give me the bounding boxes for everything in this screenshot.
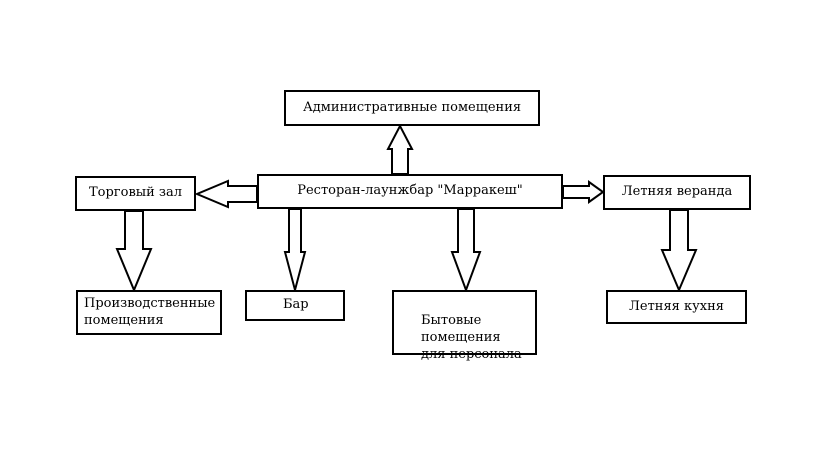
node-bar: Бар	[245, 290, 345, 321]
arrow-to-veranda	[562, 180, 605, 204]
node-kitchen-label: Летняя кухня	[629, 298, 724, 314]
node-production-premises: Производственные помещения	[76, 290, 222, 335]
arrow-to-household	[450, 208, 482, 293]
arrow-to-bar	[283, 208, 307, 294]
node-summer-kitchen: Летняя кухня	[606, 290, 747, 324]
node-restaurant-main: Ресторан-лаунжбар "Марракеш"	[257, 174, 563, 209]
node-trade-hall-label: Торговый зал	[88, 185, 183, 201]
node-admin-label: Административные помещения	[302, 99, 522, 115]
node-veranda-label: Летняя веранда	[621, 184, 733, 200]
node-bar-label: Бар	[283, 297, 309, 313]
arrow-to-admin	[386, 123, 414, 175]
node-summer-veranda: Летняя веранда	[603, 175, 751, 210]
arrow-to-production	[115, 210, 153, 293]
node-household-label: Бытовые помещения для персонала	[421, 312, 522, 362]
arrow-to-summer-kitchen	[660, 209, 698, 293]
node-staff-household-premises: Бытовые помещения для персонала	[392, 290, 537, 362]
node-main-label: Ресторан-лаунжбар "Марракеш"	[297, 183, 523, 199]
node-trade-hall: Торговый зал	[75, 176, 196, 211]
node-admin-premises: Административные помещения	[284, 90, 540, 126]
arrow-to-trade-hall	[194, 179, 258, 209]
node-production-label: Производственные помещения	[84, 296, 216, 328]
